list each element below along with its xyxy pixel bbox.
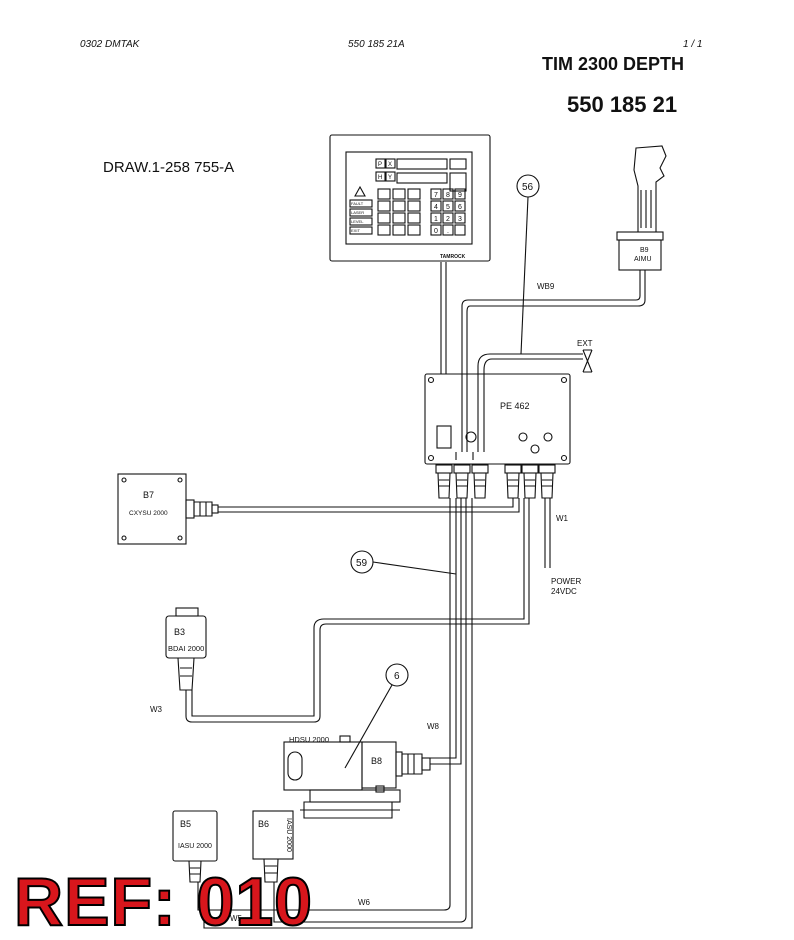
- power-label: POWER: [551, 577, 581, 586]
- power-voltage: 24VDC: [551, 587, 577, 596]
- b5-id: B5: [180, 819, 191, 829]
- wire-w6: W6: [358, 898, 371, 907]
- cables: [185, 262, 646, 929]
- drawing-reference: DRAW.1-258 755-A: [103, 159, 235, 176]
- panel-letter-h: H: [378, 175, 382, 181]
- b7-name: CXYSU 2000: [129, 510, 168, 517]
- panel-key-fault: FAULT: [351, 201, 364, 206]
- keypad-6: 6: [458, 204, 462, 211]
- keypad-2: 2: [446, 216, 450, 223]
- panel-brand: TAMROCK: [440, 254, 466, 260]
- panel-letter-x: X: [388, 162, 392, 168]
- joystick-id: B9: [640, 247, 649, 254]
- b6-name: IASU 2000: [285, 818, 292, 852]
- b6-id: B6: [258, 819, 269, 829]
- keypad-0: 0: [434, 228, 438, 235]
- header-center: 550 185 21A: [348, 39, 405, 50]
- header-left: 0302 DMTAK: [80, 39, 140, 50]
- sensor-b7: [117, 473, 219, 545]
- wire-w1: W1: [556, 514, 569, 523]
- keypad-4: 4: [434, 204, 438, 211]
- joystick-b9: [616, 145, 667, 271]
- keypad-5: 5: [446, 204, 450, 211]
- panel-key-level: LEVEL: [351, 219, 364, 224]
- hdsu-name: HDSU 2000: [289, 735, 329, 744]
- panel-key-laser: LASER: [351, 210, 364, 215]
- ref-stamp: REF: 010: [13, 864, 313, 940]
- wire-w3: W3: [150, 705, 163, 714]
- callout-59: 59: [356, 558, 368, 569]
- title-line2: 550 185 21: [567, 92, 678, 117]
- sensor-b6: [252, 810, 294, 883]
- callouts: [344, 174, 540, 769]
- b3-name: BDAI 2000: [168, 644, 204, 653]
- ext-label: EXT: [577, 339, 593, 348]
- wire-w5: W5: [230, 914, 243, 923]
- keypad-8: 8: [446, 192, 450, 199]
- keypad-9: 9: [458, 192, 462, 199]
- wire-wb9: WB9: [537, 282, 555, 291]
- control-panel: [329, 134, 491, 262]
- sensor-b5: [172, 810, 218, 883]
- wire-w8: W8: [427, 722, 440, 731]
- joystick-name: AIMU: [634, 256, 652, 263]
- panel-letter-p: P: [378, 162, 382, 168]
- panel-key-exit: EXIT: [351, 228, 360, 233]
- b7-id: B7: [143, 490, 154, 500]
- header-page: 1 / 1: [683, 39, 703, 50]
- callout-56: 56: [522, 182, 534, 193]
- sensor-b8-hdsu: [283, 735, 431, 819]
- panel-letter-y: Y: [388, 175, 392, 181]
- ext-connector: [582, 349, 593, 373]
- title-line1: TIM 2300 DEPTH: [542, 54, 685, 74]
- b5-name: IASU 2000: [178, 843, 212, 850]
- junction-box-pe462: [424, 373, 571, 499]
- keypad-1: 1: [434, 216, 438, 223]
- keypad-3: 3: [458, 216, 462, 223]
- keypad-dot: .: [447, 228, 449, 235]
- b3-id: B3: [174, 627, 185, 637]
- b8-id: B8: [371, 756, 382, 766]
- junction-box-label: PE 462: [500, 401, 530, 411]
- callout-6: 6: [394, 671, 400, 682]
- keypad-7: 7: [434, 192, 438, 199]
